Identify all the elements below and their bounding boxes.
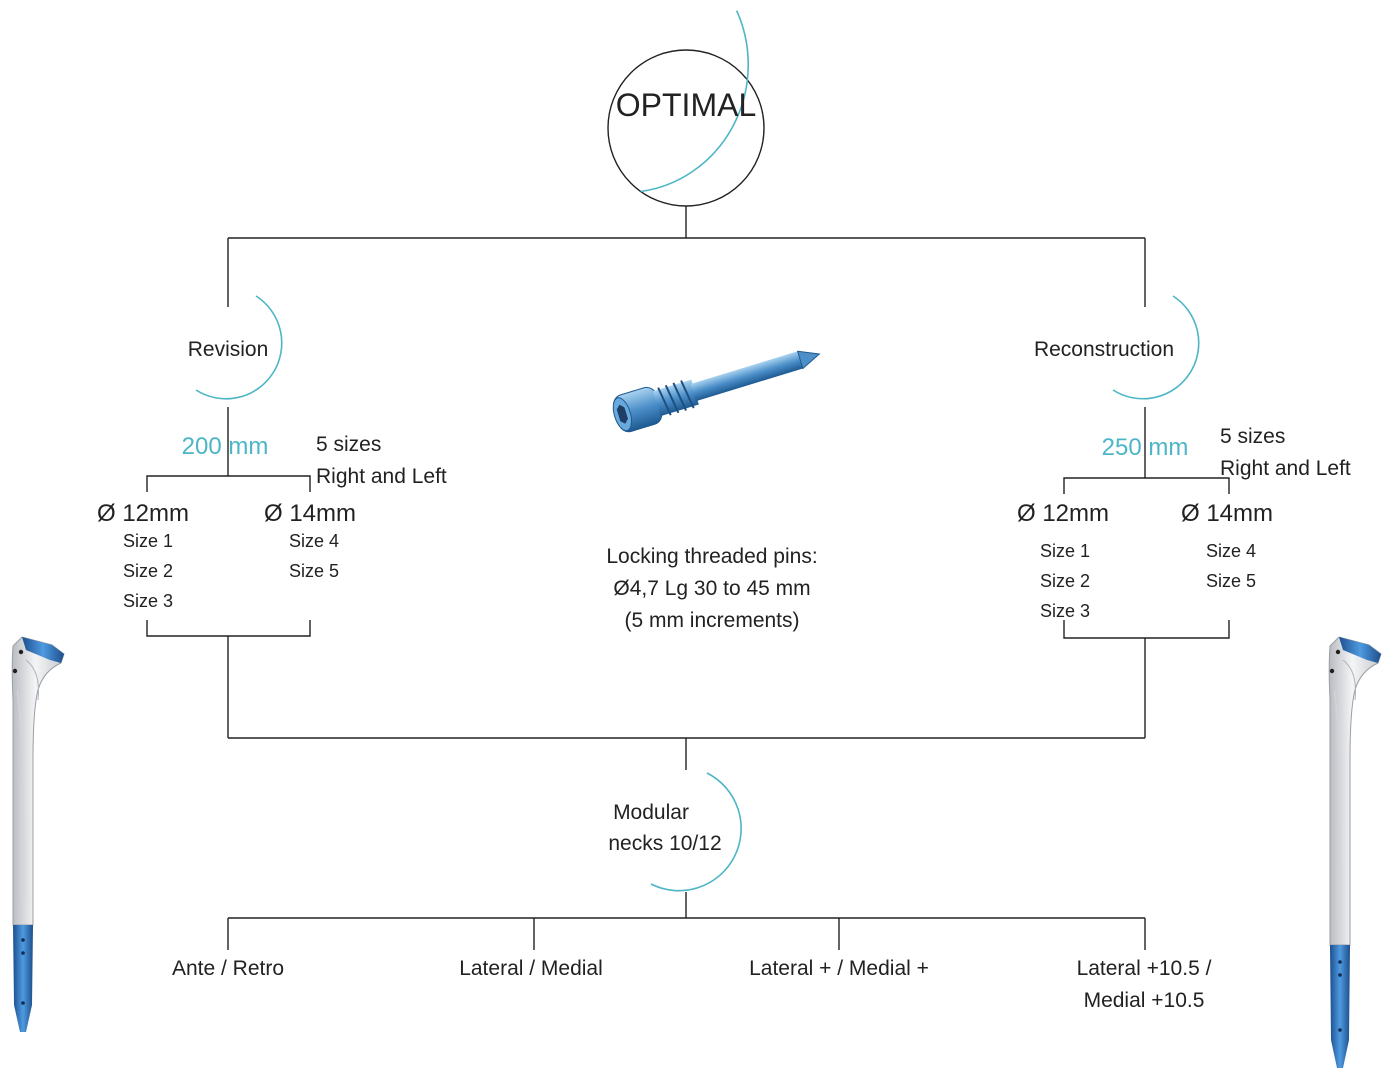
- modular-node: Modular necks 10/12: [608, 772, 742, 892]
- reconstruction-size-4: Size 4: [1206, 541, 1256, 561]
- reconstruction-size-1: Size 1: [1040, 541, 1090, 561]
- title-node: OPTIMAL: [607, 10, 765, 207]
- neck-option-ante-retro: Ante / Retro: [172, 957, 284, 980]
- locking-pin-icon: [612, 350, 821, 433]
- reconstruction-sides: Right and Left: [1220, 457, 1351, 480]
- reconstruction-size-5: Size 5: [1206, 571, 1256, 591]
- reconstruction-label: Reconstruction: [1034, 338, 1174, 361]
- revision-size-5: Size 5: [289, 561, 339, 581]
- connector-lines: [146, 206, 1230, 950]
- modular-line-2: necks 10/12: [608, 832, 721, 855]
- title-circle: [607, 49, 765, 207]
- connector-revision-bracket: [146, 620, 311, 637]
- connector-reconstruction-bracket: [1063, 620, 1230, 639]
- revision-sides: Right and Left: [316, 465, 447, 488]
- neck-option-lateral-plus: Lateral + / Medial +: [749, 957, 929, 980]
- neck-option-lateral-medial: Lateral / Medial: [459, 957, 603, 980]
- revision-size-4: Size 4: [289, 531, 339, 551]
- revision-size-3: Size 3: [123, 591, 173, 611]
- pins-line-2: Ø4,7 Lg 30 to 45 mm: [613, 577, 810, 600]
- femoral-stem-right-icon: [1328, 636, 1382, 1068]
- title-arc-accent: [640, 10, 750, 193]
- connector-reconstruction-split: [1063, 477, 1230, 494]
- connector-revision-split: [146, 475, 311, 492]
- revision-sizes-count: 5 sizes: [316, 433, 381, 456]
- reconstruction-node: Reconstruction: [1034, 295, 1200, 400]
- neck-option-lateral-105-line-1: Lateral +10.5 /: [1077, 957, 1212, 980]
- revision-node: Revision: [188, 295, 283, 400]
- reconstruction-dia-14: Ø 14mm: [1181, 500, 1273, 527]
- reconstruction-length: 250 mm: [1102, 434, 1189, 461]
- revision-arc-accent: [195, 295, 283, 400]
- modular-line-1: Modular: [613, 801, 689, 824]
- modular-arc-accent: [650, 772, 742, 892]
- reconstruction-sizes-count: 5 sizes: [1220, 425, 1285, 448]
- revision-size-2: Size 2: [123, 561, 173, 581]
- femoral-stem-left-icon: [11, 636, 65, 1032]
- reconstruction-size-3: Size 3: [1040, 601, 1090, 621]
- neck-option-lateral-105-line-2: Medial +10.5: [1084, 989, 1205, 1012]
- revision-dia-14: Ø 14mm: [264, 500, 356, 527]
- pins-line-3: (5 mm increments): [624, 609, 799, 632]
- reconstruction-arc-accent: [1112, 295, 1200, 400]
- reconstruction-size-2: Size 2: [1040, 571, 1090, 591]
- title-text: OPTIMAL: [616, 87, 756, 123]
- revision-label: Revision: [188, 338, 269, 361]
- reconstruction-dia-12: Ø 12mm: [1017, 500, 1109, 527]
- revision-dia-12: Ø 12mm: [97, 500, 189, 527]
- revision-length: 200 mm: [182, 433, 269, 460]
- revision-size-1: Size 1: [123, 531, 173, 551]
- pins-line-1: Locking threaded pins:: [606, 545, 817, 568]
